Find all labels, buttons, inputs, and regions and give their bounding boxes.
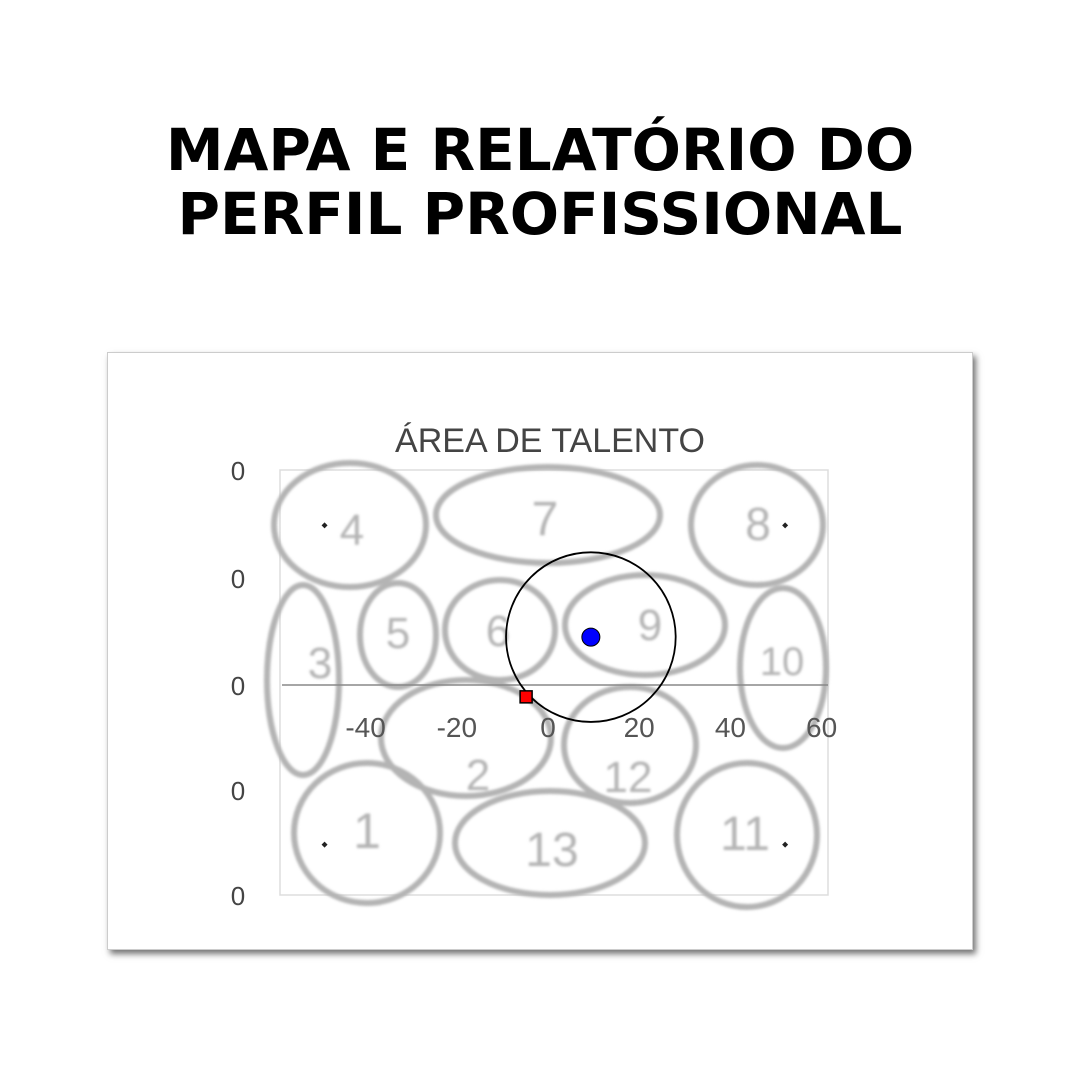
y-tick-label: 0 [231,456,245,486]
region-9-ellipse [562,572,728,678]
region-13-label: 13 [525,824,578,877]
region-2-label: 2 [466,751,490,800]
chart-title: ÁREA DE TALENTO [395,422,705,460]
x-tick-label: -40 [345,712,385,743]
region-8-label: 8 [745,498,771,550]
region-1-ellipse [291,760,443,906]
region-6-ellipse [442,577,558,683]
range-circle [505,551,677,723]
region-8-ellipse [688,462,826,588]
blue-point [581,627,601,647]
y-tick-label: 0 [231,564,245,594]
region-5-ellipse [357,580,439,690]
title-line-1: MAPA E RELATÓRIO DO [165,116,915,184]
x-tick-label: -20 [437,712,477,743]
red-square-point [519,690,533,704]
x-tick-label: 60 [806,712,837,743]
region-11-label: 11 [720,808,770,861]
x-tick-label: 0 [540,712,556,743]
y-tick-label: 0 [231,776,245,806]
region-7-label: 7 [532,493,559,546]
region-5-label: 5 [386,609,410,658]
region-4-label: 4 [340,506,364,555]
region-1-label: 1 [353,803,381,859]
corner-marker [321,841,328,848]
x-tick-label: 40 [715,712,746,743]
x-tick-label: 20 [624,712,655,743]
corner-marker [782,522,789,529]
y-tick-label: 0 [231,881,245,911]
region-3-label: 3 [308,639,332,688]
title-line-2: PERFIL PROFISSIONAL [177,180,903,248]
corner-marker [782,841,789,848]
region-13-ellipse [452,788,648,898]
region-10-label: 10 [760,640,805,684]
y-tick-label: 0 [231,671,245,701]
region-10-ellipse [737,585,829,751]
page-title: MAPA E RELATÓRIO DO PERFIL PROFISSIONAL [0,118,1080,246]
region-9-label: 9 [638,601,662,650]
region-12-ellipse [561,684,699,806]
region-12-label: 12 [604,753,653,802]
region-4-ellipse [271,460,429,590]
region-3-ellipse [264,582,342,778]
region-2-ellipse [378,677,554,799]
corner-marker [321,522,328,529]
region-11-ellipse [674,760,820,910]
